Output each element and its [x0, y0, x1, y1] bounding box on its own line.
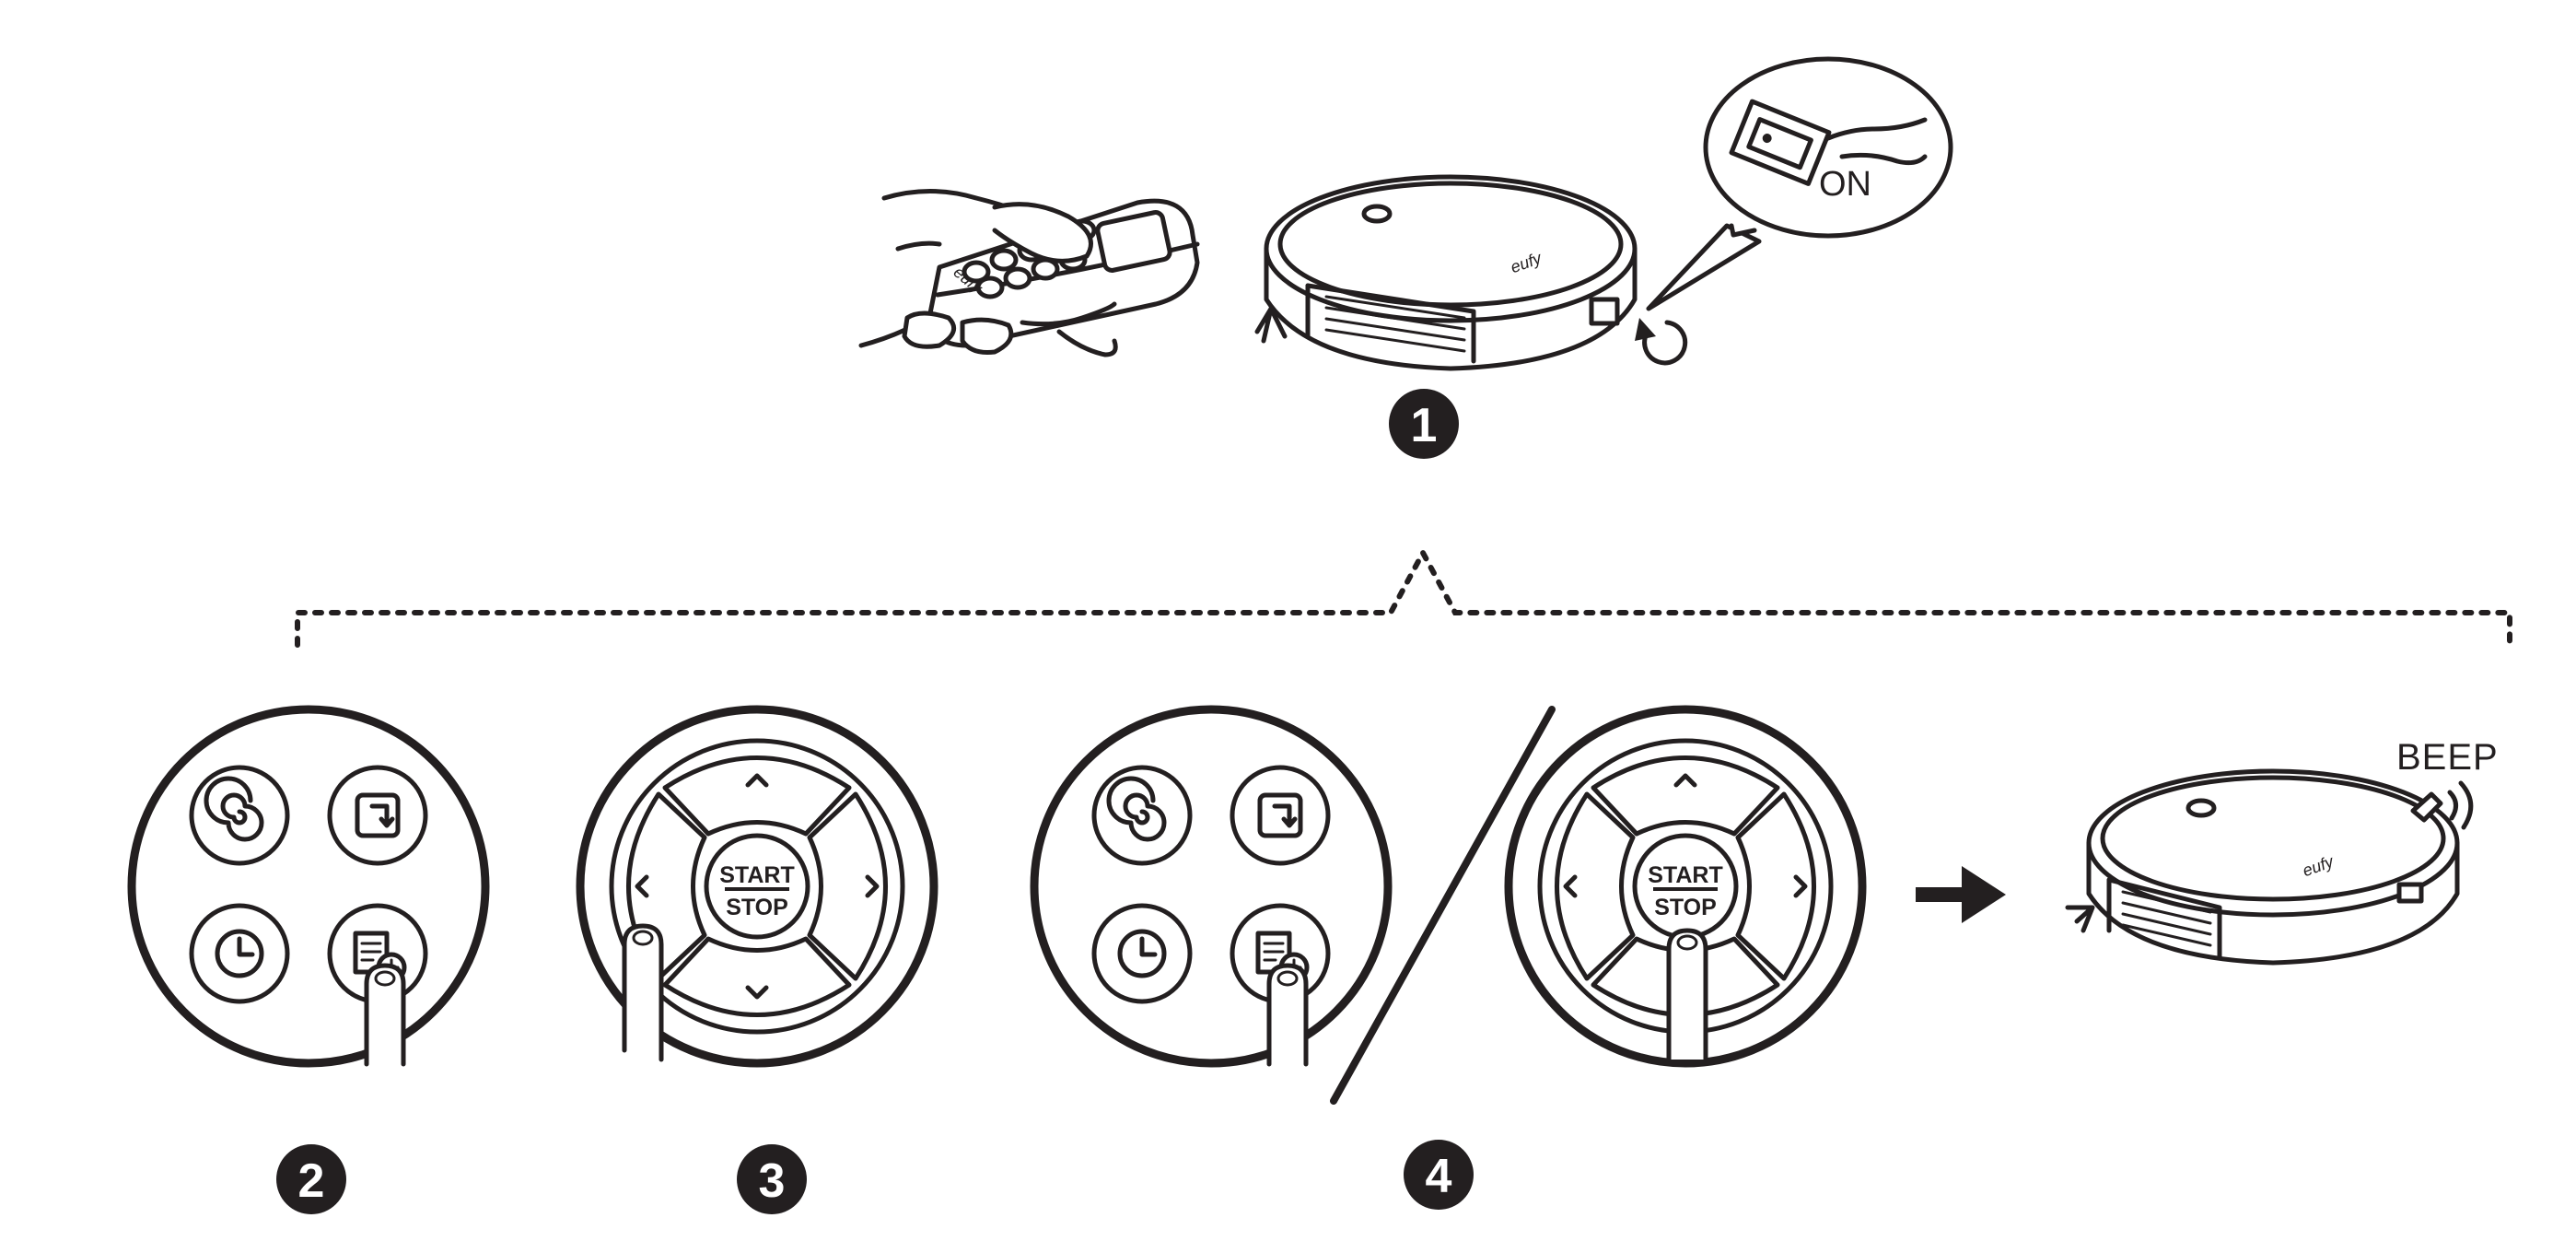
svg-text:4: 4	[1426, 1150, 1452, 1203]
svg-text:STOP: STOP	[726, 895, 788, 920]
power-switch-callout: ON	[1646, 56, 1953, 311]
step-4-badge: 4	[1404, 1140, 1474, 1210]
dpad-right-button	[807, 791, 888, 981]
svg-text:START: START	[1648, 862, 1722, 888]
auto-clean-icon	[189, 765, 290, 866]
arrow-right-icon	[1916, 866, 2006, 923]
dpad-up-button	[662, 755, 852, 837]
robot-vacuum-illustration: eufy	[1254, 174, 1638, 371]
hand-with-remote-illustration: eufy	[858, 189, 1200, 357]
clock-icon	[1091, 903, 1193, 1004]
dpad-down-button	[662, 936, 852, 1017]
dpad-panel-step-4: START STOP	[1504, 705, 1867, 1068]
svg-text:3: 3	[759, 1154, 786, 1208]
start-stop-button: START STOP	[704, 833, 810, 940]
spot-clean-icon	[327, 765, 428, 866]
or-divider-slash	[1330, 706, 1556, 1105]
mode-buttons-panel-step-4	[1030, 705, 1393, 1068]
dpad-up-button	[1591, 755, 1780, 837]
dotted-bracket	[295, 546, 2512, 648]
mode-buttons-panel-step-2	[127, 705, 490, 1068]
dpad-panel-step-3: START STOP	[576, 705, 938, 1068]
switch-on-label: ON	[1819, 165, 1871, 204]
svg-text:1: 1	[1411, 399, 1438, 452]
robot-beeping-illustration: eufy BEEP	[2065, 737, 2499, 966]
step-1-badge: 1	[1389, 389, 1459, 459]
step-3-badge: 3	[737, 1144, 807, 1214]
svg-text:2: 2	[298, 1154, 325, 1208]
svg-text:START: START	[719, 862, 794, 888]
power-cycle-icon	[1635, 318, 1688, 366]
svg-text:STOP: STOP	[1654, 895, 1717, 920]
dpad-left-button	[1555, 791, 1636, 981]
spot-clean-icon	[1230, 765, 1331, 866]
clock-icon	[189, 903, 290, 1004]
beep-label: BEEP	[2396, 737, 2499, 778]
dpad-right-button	[1735, 791, 1816, 981]
step-2-badge: 2	[276, 1144, 346, 1214]
auto-clean-icon	[1091, 765, 1193, 866]
start-stop-button: START STOP	[1632, 833, 1739, 940]
